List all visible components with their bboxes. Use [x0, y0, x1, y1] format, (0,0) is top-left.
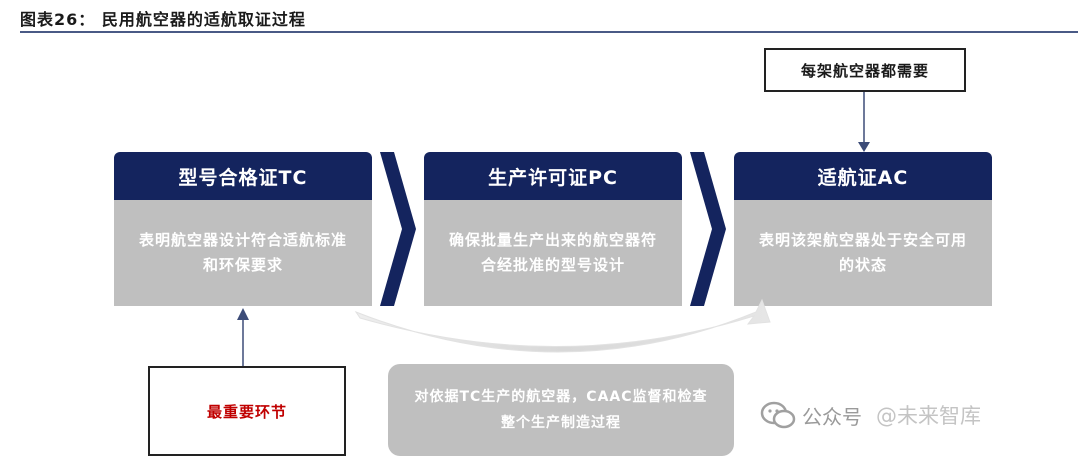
- watermark-suffix: @未来智库: [876, 404, 981, 428]
- chevron-arrow-1-icon: [380, 152, 416, 306]
- note-every-aircraft: 每架航空器都需要: [764, 48, 966, 92]
- chevron-arrow-2-icon: [690, 152, 726, 306]
- note-key-step: 最重要环节: [148, 366, 346, 456]
- title-rule: [20, 31, 1078, 33]
- swoosh-arrow-icon: [354, 298, 771, 353]
- stage-header-ac: 适航证AC: [734, 152, 992, 200]
- stage-header-pc: 生产许可证PC: [424, 152, 682, 200]
- figure-title: 图表26： 民用航空器的适航取证过程: [20, 10, 306, 29]
- watermark-prefix: 公众号: [802, 404, 862, 429]
- wechat-icon: [760, 401, 796, 429]
- arrow-down-head-icon: [858, 142, 870, 152]
- stage-body-ac: 表明该架航空器处于安全可用的状态: [734, 200, 992, 306]
- watermark: 公众号 @未来智库: [760, 400, 981, 430]
- stage-header-tc: 型号合格证TC: [114, 152, 372, 200]
- stage-body-pc: 确保批量生产出来的航空器符合经批准的型号设计: [424, 200, 682, 306]
- note-caac-oversight: 对依据TC生产的航空器，CAAC监督和检查整个生产制造过程: [388, 364, 734, 456]
- stage-body-tc: 表明航空器设计符合适航标准和环保要求: [114, 200, 372, 306]
- arrow-up-head-icon: [237, 308, 249, 320]
